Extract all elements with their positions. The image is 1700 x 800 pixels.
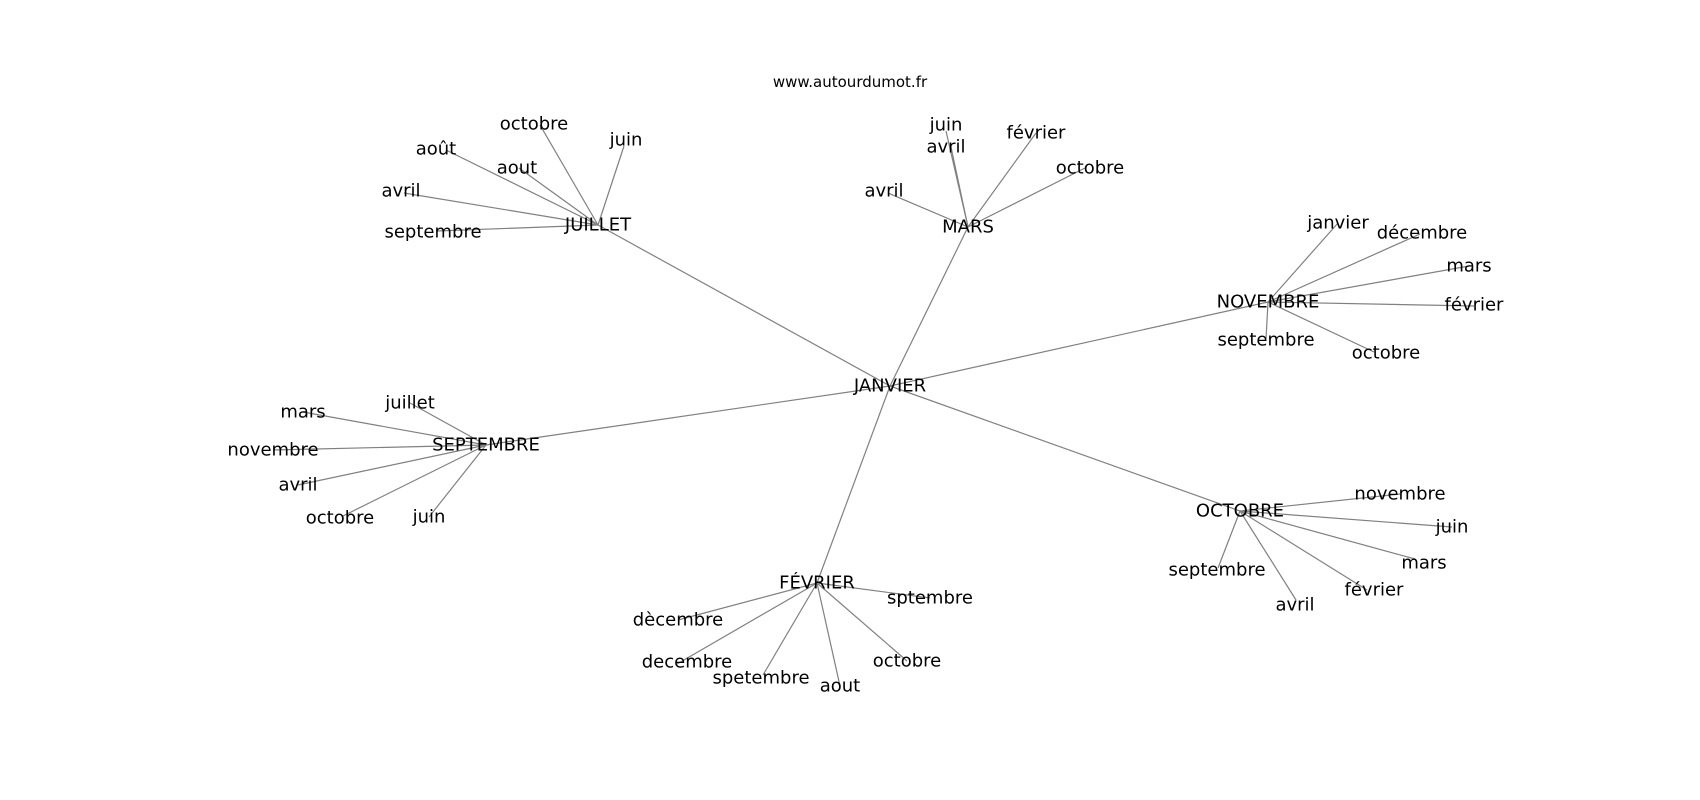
leaf-node-fevrier-3: spetembre <box>712 668 809 689</box>
edge-octobre-leaf-1 <box>1239 510 1453 528</box>
edges-layer <box>272 124 1475 687</box>
edge-mars-leaf-2 <box>967 132 1037 228</box>
edge-juillet-leaf-5 <box>436 224 599 232</box>
edge-juillet-leaf-4 <box>403 192 599 226</box>
leaf-node-mars-4: avril <box>864 181 903 202</box>
leaf-node-fevrier-4: aout <box>820 676 861 697</box>
edge-novembre-leaf-1 <box>1267 233 1421 303</box>
edge-septembre-leaf-3 <box>297 444 487 486</box>
edge-septembre-leaf-2 <box>272 444 487 451</box>
edge-juillet-leaf-1 <box>597 145 625 226</box>
leaf-node-septembre-0: juillet <box>384 393 435 414</box>
leaf-node-octobre-4: avril <box>1275 595 1314 616</box>
hub-node-mars: MARS <box>942 217 994 238</box>
edge-fevrier-leaf-1 <box>677 582 818 621</box>
leaf-node-mars-1: avril <box>926 137 965 158</box>
edge-fevrier-leaf-4 <box>816 582 841 687</box>
edge-juillet-leaf-3 <box>518 167 599 226</box>
edge-novembre-leaf-4 <box>1265 301 1269 340</box>
edge-novembre-leaf-0 <box>1267 222 1339 303</box>
leaf-node-novembre-1: décembre <box>1377 223 1468 244</box>
edge-juillet-leaf-2 <box>445 149 599 226</box>
leaf-node-mars-0: juin <box>929 115 963 136</box>
edge-mars-leaf-1 <box>950 146 969 228</box>
edge-septembre-leaf-0 <box>409 402 487 446</box>
edge-fevrier-leaf-3 <box>762 582 818 676</box>
leaf-node-octobre-1: juin <box>1435 517 1469 538</box>
edge-septembre-leaf-5 <box>428 444 487 518</box>
edge-janvier-octobre <box>889 385 1241 512</box>
center-node-janvier: JANVIER <box>853 376 926 397</box>
leaf-node-novembre-5: octobre <box>1352 343 1420 364</box>
hub-node-octobre: OCTOBRE <box>1196 501 1284 522</box>
edge-janvier-septembre <box>485 385 891 446</box>
edge-novembre-leaf-2 <box>1267 265 1470 303</box>
edge-mars-leaf-4 <box>887 192 969 228</box>
hub-node-septembre: SEPTEMBRE <box>432 435 540 456</box>
edge-janvier-fevrier <box>816 385 891 584</box>
edge-octobre-leaf-0 <box>1239 493 1401 512</box>
leaf-node-septembre-1: mars <box>280 402 325 423</box>
leaf-node-octobre-5: septembre <box>1168 560 1265 581</box>
leaf-node-juillet-2: août <box>416 139 457 160</box>
leaf-node-septembre-3: avril <box>278 475 317 496</box>
edge-fevrier-leaf-2 <box>676 582 818 665</box>
edge-octobre-leaf-5 <box>1217 510 1241 569</box>
edge-septembre-leaf-4 <box>342 444 487 517</box>
edge-novembre-leaf-3 <box>1267 301 1475 307</box>
leaf-node-juillet-5: septembre <box>384 222 481 243</box>
edge-septembre-leaf-1 <box>302 411 487 446</box>
site-credit: www.autourdumot.fr <box>773 73 928 91</box>
leaf-node-septembre-2: novembre <box>227 440 318 461</box>
leaf-node-octobre-0: novembre <box>1354 484 1445 505</box>
edge-janvier-mars <box>889 226 969 387</box>
leaf-node-septembre-5: juin <box>412 507 446 528</box>
leaf-node-fevrier-2: decembre <box>642 652 733 673</box>
edge-juillet-leaf-0 <box>539 124 599 226</box>
leaf-node-mars-2: février <box>1007 123 1067 144</box>
leaf-node-juillet-0: octobre <box>500 114 568 135</box>
hub-node-juillet: JUILLET <box>564 215 632 236</box>
hub-node-novembre: NOVEMBRE <box>1217 292 1320 313</box>
leaf-node-octobre-3: février <box>1345 580 1405 601</box>
leaf-node-octobre-2: mars <box>1401 553 1446 574</box>
edge-janvier-juillet <box>597 224 891 387</box>
leaf-node-juillet-3: aout <box>497 158 538 179</box>
leaf-node-novembre-2: mars <box>1446 256 1491 277</box>
edge-fevrier-leaf-5 <box>816 582 908 662</box>
leaf-node-novembre-3: février <box>1445 295 1505 316</box>
leaf-node-fevrier-5: octobre <box>873 651 941 672</box>
edge-fevrier-leaf-0 <box>816 582 931 599</box>
edge-mars-leaf-3 <box>967 167 1086 228</box>
hub-node-fevrier: FÉVRIER <box>779 572 855 594</box>
leaf-node-septembre-4: octobre <box>306 508 374 529</box>
labels-layer: JANVIERJUILLEToctobrejuinaoûtaoutavrilse… <box>227 114 1504 697</box>
leaf-node-juillet-4: avril <box>381 181 420 202</box>
edge-novembre-leaf-5 <box>1267 301 1375 353</box>
edge-janvier-novembre <box>889 301 1269 387</box>
leaf-node-juillet-1: juin <box>609 130 643 151</box>
edge-octobre-leaf-4 <box>1239 510 1297 601</box>
leaf-node-novembre-4: septembre <box>1217 330 1314 351</box>
leaf-node-novembre-0: janvier <box>1306 213 1369 234</box>
leaf-node-mars-3: octobre <box>1056 158 1124 179</box>
leaf-node-fevrier-0: sptembre <box>887 588 973 609</box>
leaf-node-fevrier-1: dècembre <box>633 610 724 631</box>
edge-octobre-leaf-3 <box>1239 510 1368 591</box>
edge-octobre-leaf-2 <box>1239 510 1416 560</box>
